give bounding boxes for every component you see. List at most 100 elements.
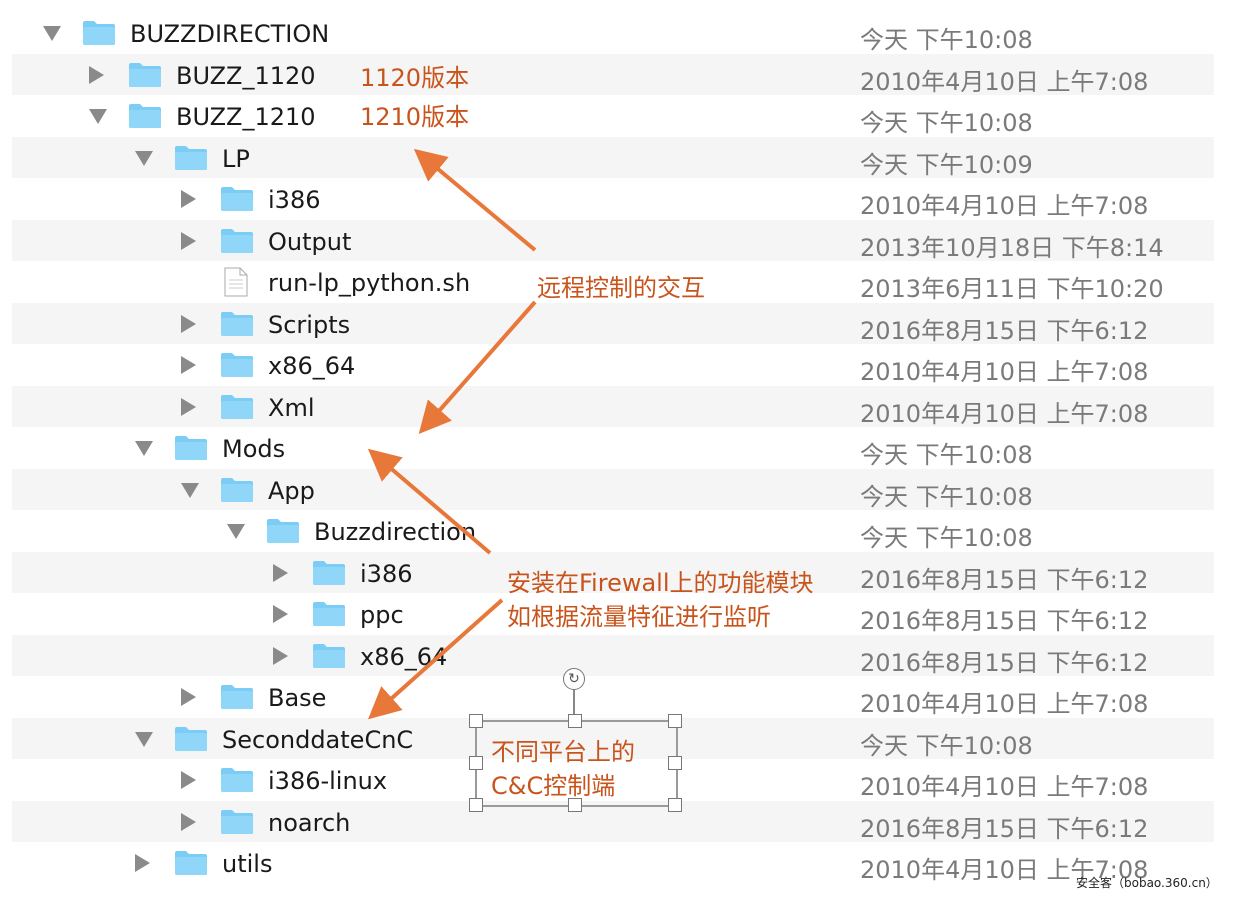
folder-icon bbox=[220, 809, 254, 835]
resize-handle[interactable] bbox=[668, 714, 682, 728]
disclosure-closed-icon[interactable] bbox=[181, 812, 196, 831]
arrow-to-seconddate bbox=[368, 598, 504, 720]
item-date: 2010年4月10日 上午7:08 bbox=[860, 856, 1149, 884]
list-item[interactable]: SeconddateCnC 今天 下午10:08 bbox=[12, 717, 1214, 760]
item-name: Base bbox=[268, 684, 327, 712]
resize-handle[interactable] bbox=[469, 714, 483, 728]
resize-handle[interactable] bbox=[668, 798, 682, 812]
disclosure-closed-icon[interactable] bbox=[273, 646, 288, 665]
item-name: SeconddateCnC bbox=[222, 725, 414, 754]
list-item[interactable]: LP 今天 下午10:09 bbox=[12, 136, 1214, 179]
list-item[interactable]: BUZZ_1210 今天 下午10:08 bbox=[12, 95, 1214, 137]
resize-handle[interactable] bbox=[568, 714, 582, 728]
item-date: 2016年8月15日 下午6:12 bbox=[860, 648, 1149, 677]
list-item[interactable]: run-lp_python.sh 2013年6月11日 下午10:20 bbox=[12, 261, 1214, 303]
disclosure-open-icon[interactable] bbox=[181, 482, 199, 498]
disclosure-closed-icon[interactable] bbox=[181, 771, 196, 789]
disclosure-closed-icon[interactable] bbox=[181, 688, 196, 706]
folder-icon bbox=[220, 186, 254, 212]
annotation-cnc-1: 不同平台上的 bbox=[491, 738, 635, 766]
disclosure-open-icon[interactable] bbox=[135, 731, 153, 747]
disclosure-closed-icon[interactable] bbox=[181, 397, 196, 416]
folder-icon bbox=[174, 850, 208, 876]
annotation-firewall-2: 如根据流量特征进行监听 bbox=[507, 603, 771, 631]
item-date: 2013年10月18日 下午8:14 bbox=[860, 233, 1164, 262]
item-name: run-lp_python.sh bbox=[268, 269, 471, 297]
item-name: i386 bbox=[268, 186, 321, 214]
list-item[interactable]: Xml 2010年4月10日 上午7:08 bbox=[12, 385, 1214, 428]
folder-icon bbox=[220, 228, 254, 254]
item-date: 2016年8月15日 下午6:12 bbox=[860, 565, 1149, 594]
folder-icon bbox=[312, 560, 346, 586]
annotation-cnc-2: C&C控制端 bbox=[491, 772, 616, 800]
rotate-handle-line bbox=[573, 690, 575, 714]
folder-icon bbox=[266, 518, 300, 544]
arrow-to-mods bbox=[367, 448, 492, 555]
item-name: Buzzdirection bbox=[314, 518, 477, 546]
folder-icon bbox=[174, 435, 208, 461]
item-date: 今天 下午10:08 bbox=[860, 731, 1033, 760]
list-item[interactable]: Mods 今天 下午10:08 bbox=[12, 427, 1214, 469]
item-name: LP bbox=[222, 144, 250, 173]
disclosure-open-icon[interactable] bbox=[135, 441, 153, 456]
item-date: 2013年6月11日 下午10:20 bbox=[860, 275, 1164, 303]
item-date: 2010年4月10日 上午7:08 bbox=[860, 192, 1149, 220]
item-name: Xml bbox=[268, 393, 315, 422]
disclosure-closed-icon[interactable] bbox=[181, 231, 196, 250]
selected-text-box[interactable]: 不同平台上的 C&C控制端 bbox=[475, 720, 678, 807]
item-name: x86_64 bbox=[268, 352, 356, 380]
item-date: 今天 下午10:08 bbox=[860, 441, 1033, 469]
disclosure-closed-icon[interactable] bbox=[181, 356, 196, 374]
item-name: Mods bbox=[222, 435, 286, 463]
resize-handle[interactable] bbox=[668, 756, 682, 770]
disclosure-open-icon[interactable] bbox=[135, 150, 153, 166]
resize-handle[interactable] bbox=[568, 798, 582, 812]
disclosure-closed-icon[interactable] bbox=[135, 854, 150, 872]
disclosure-closed-icon[interactable] bbox=[181, 190, 196, 208]
item-name: App bbox=[268, 476, 315, 505]
disclosure-closed-icon[interactable] bbox=[181, 314, 196, 333]
folder-icon bbox=[174, 726, 208, 752]
list-item[interactable]: Output 2013年10月18日 下午8:14 bbox=[12, 219, 1214, 262]
item-name: BUZZ_1210 bbox=[176, 103, 316, 131]
disclosure-open-icon[interactable] bbox=[89, 109, 107, 124]
item-name: BUZZDIRECTION bbox=[130, 20, 330, 48]
item-date: 今天 下午10:08 bbox=[860, 524, 1033, 552]
item-date: 2010年4月10日 上午7:08 bbox=[860, 399, 1149, 428]
disclosure-closed-icon[interactable] bbox=[273, 605, 288, 623]
rotate-icon[interactable]: ↻ bbox=[563, 668, 585, 690]
list-item[interactable]: Buzzdirection 今天 下午10:08 bbox=[12, 510, 1214, 552]
folder-icon bbox=[220, 684, 254, 710]
list-item[interactable]: x86_64 2010年4月10日 上午7:08 bbox=[12, 344, 1214, 386]
folder-icon bbox=[220, 767, 254, 793]
list-item[interactable]: i386 2010年4月10日 上午7:08 bbox=[12, 178, 1214, 220]
disclosure-closed-icon[interactable] bbox=[89, 65, 104, 84]
resize-handle[interactable] bbox=[469, 798, 483, 812]
disclosure-open-icon[interactable] bbox=[43, 26, 61, 41]
item-name: ppc bbox=[360, 601, 404, 629]
item-name: Output bbox=[268, 227, 352, 256]
annotation-1210: 1210版本 bbox=[360, 103, 470, 131]
item-date: 今天 下午10:08 bbox=[860, 109, 1033, 137]
item-name: Scripts bbox=[268, 310, 351, 339]
folder-icon bbox=[220, 311, 254, 337]
item-date: 今天 下午10:09 bbox=[860, 150, 1033, 179]
item-date: 2010年4月10日 上午7:08 bbox=[860, 358, 1149, 386]
disclosure-open-icon[interactable] bbox=[227, 524, 245, 539]
resize-handle[interactable] bbox=[469, 756, 483, 770]
disclosure-closed-icon[interactable] bbox=[273, 563, 288, 582]
annotation-remote: 远程控制的交互 bbox=[537, 274, 705, 302]
folder-icon bbox=[312, 643, 346, 669]
